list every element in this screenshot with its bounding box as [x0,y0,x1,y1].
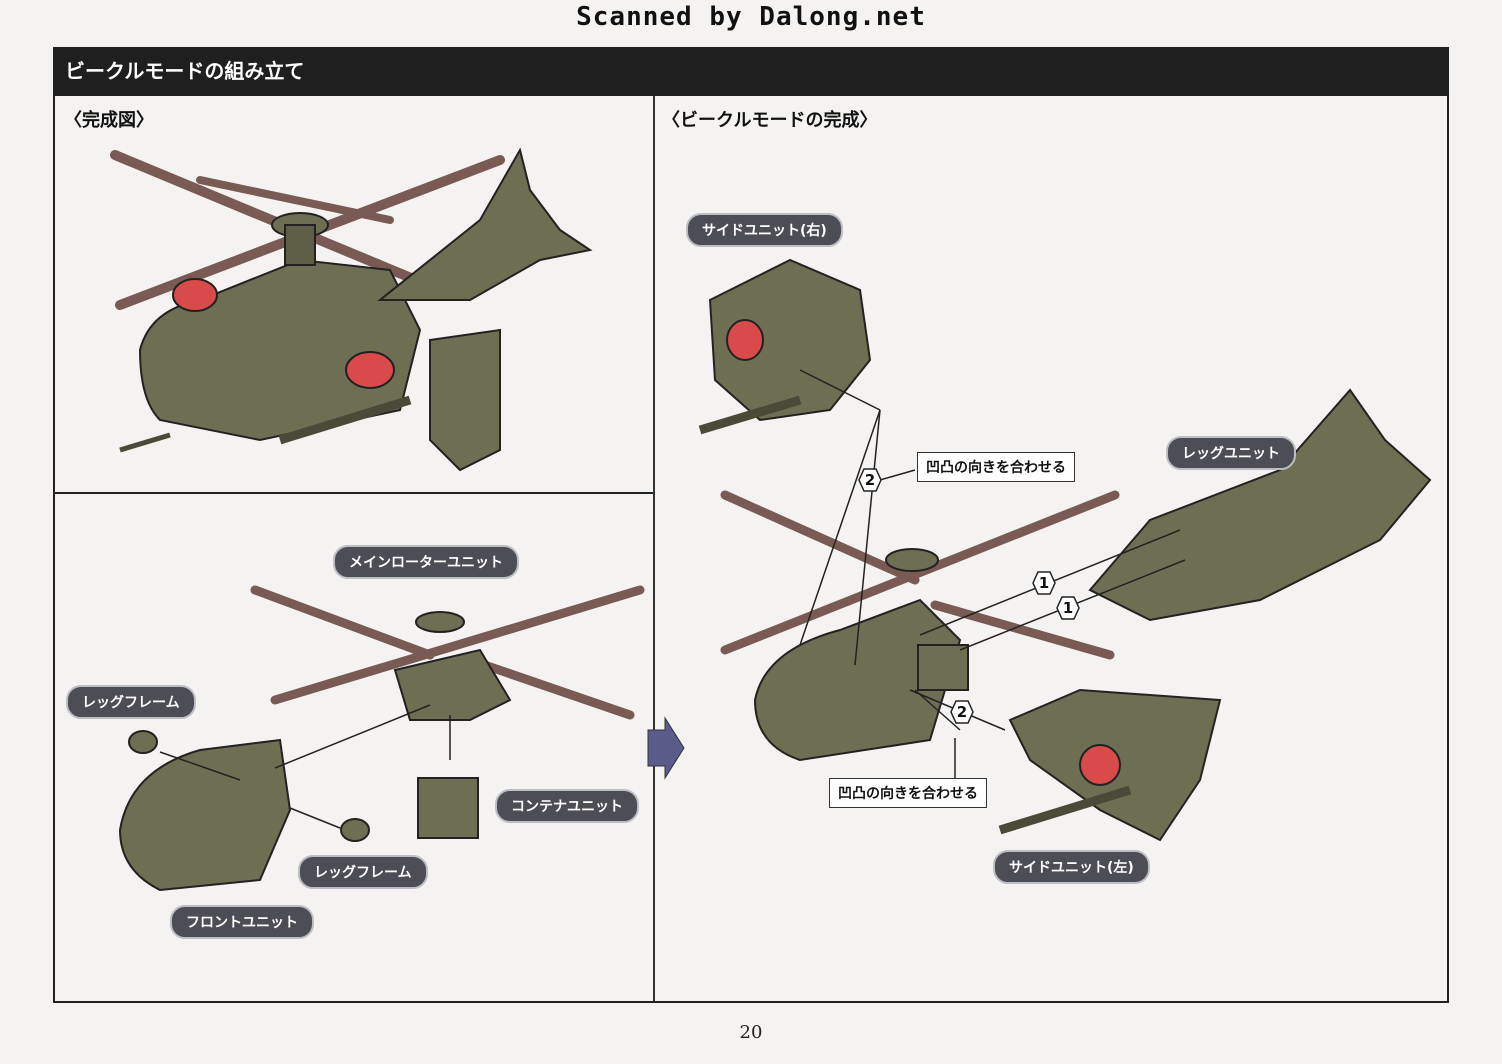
align-note-top: 凹凸の向きを合わせる [917,452,1075,482]
complete-section-title: 〈完成図〉 [64,110,154,131]
label-main-rotor-unit: メインローターユニット [333,545,519,579]
page-number: 20 [739,1022,763,1043]
step-marker-2b: 2 [950,700,974,724]
label-front-unit: フロントユニット [170,905,314,939]
next-step-arrow [647,716,685,780]
label-container-unit: コンテナユニット [495,789,639,823]
label-leg-frame-top: レッグフレーム [66,685,196,719]
exploded-parts [118,585,645,892]
section-divider [653,96,655,1001]
label-leg-unit: レッグユニット [1166,436,1296,470]
page-header: ビークルモードの組み立て [53,47,1449,96]
label-side-unit-left: サイドユニット(左) [993,850,1150,884]
vehicle-section-title: 〈ビークルモードの完成〉 [662,110,878,131]
label-leg-frame-bottom: レッグフレーム [298,855,428,889]
vehicle-assembly [698,258,1432,842]
scanner-watermark: Scanned by Dalong.net [576,2,926,32]
label-side-unit-right: サイドユニット(右) [686,213,843,247]
step-marker-1a: 1 [1032,571,1056,595]
step-marker-1b: 1 [1056,596,1080,620]
align-note-bottom: 凹凸の向きを合わせる [829,778,987,808]
completed-helicopter [110,147,593,472]
step-marker-2a: 2 [858,468,882,492]
